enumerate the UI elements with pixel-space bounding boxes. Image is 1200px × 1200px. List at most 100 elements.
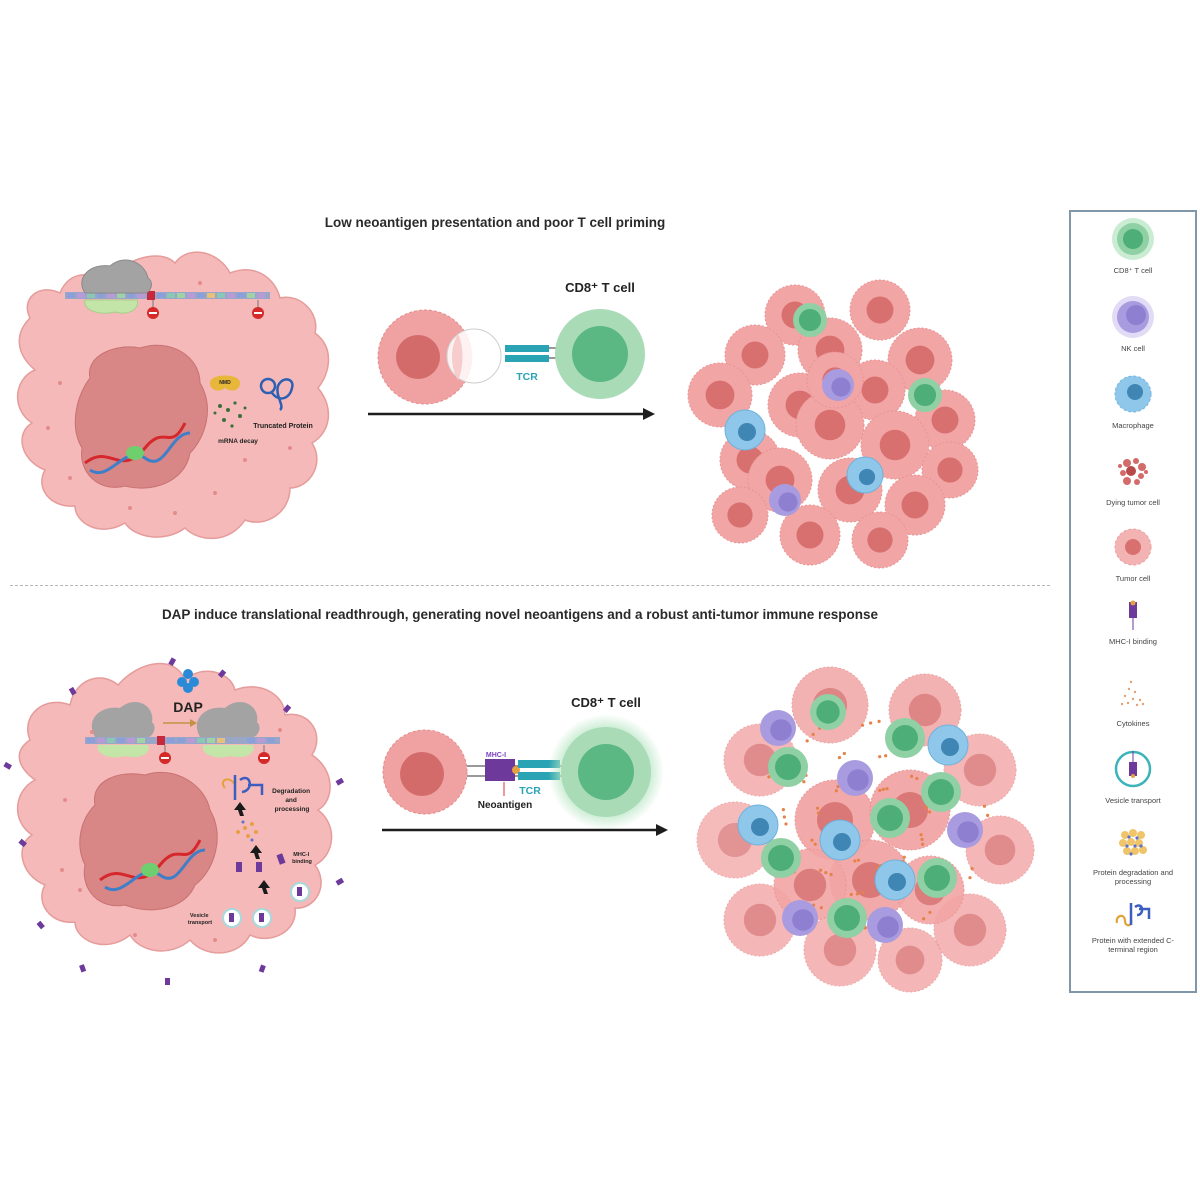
tumor-cell-icon [795,390,865,460]
macrophage-icon [846,456,884,494]
ribosome-large-subunit [81,259,152,294]
legend-item-label: Tumor cell [1115,574,1151,583]
cd8-t-cell-icon [548,714,664,830]
tumor-cell-icon [1071,525,1195,574]
dna-helix-icon [99,839,206,891]
cytokines-icon [1071,674,1195,719]
cd8-t-cell-icon [921,772,961,812]
degradation-label: Degradation and processing [272,788,312,813]
nk-cell-icon [769,484,801,516]
ribosome-small-subunit [97,745,149,758]
tcr-label: TCR [519,785,541,797]
legend-item: Cytokines [1071,674,1195,728]
legend-item: Dying tumor cell [1071,449,1195,507]
legend-item-label: Protein with extended C-terminal region [1091,936,1175,954]
nk-cell-icon [947,812,983,848]
protein-degradation-icon [236,820,258,842]
extended-protein-icon [1071,897,1195,936]
extended-protein-icon [221,775,264,800]
bottom-tumor-cell-illustration: DAP Degradation and processing MHC-I bin… [3,657,345,985]
macrophage-icon [737,804,779,846]
dap-label: DAP [173,699,203,715]
mhc-binding-label: MHC-I binding [292,852,312,865]
tcr-receptor-icon [518,760,560,780]
stop-sign-icon [252,300,264,319]
vesicle-transport-icon [1071,747,1195,796]
ribosome-large-subunit [196,702,260,737]
stop-sign-icon [147,300,159,319]
mhc-binding-icon [485,759,520,781]
tcr-label: TCR [516,371,538,383]
macrophage-icon [1071,372,1195,421]
top-tumor-cell-illustration: NMD mRNA decay Truncated Protein [16,251,330,540]
cd8-t-cell-icon [870,798,910,838]
nucleus [74,344,208,489]
surface-mhc-molecules [3,657,345,985]
down-arrow-icon [250,845,262,859]
cd8-t-cell-icon [810,694,846,730]
legend-item: CD8⁺ T cell [1071,217,1195,275]
ribosome-small-subunit [84,299,139,314]
dying-tumor-cell-icon [1071,449,1195,498]
legend-item-label: Cytokines [1116,719,1150,728]
macrophage-icon [819,819,861,861]
stop-sign-icon [258,745,270,764]
nmd-label: NMD [219,380,231,386]
panel-divider [10,585,1050,586]
cd8-t-cell-icon [827,898,867,938]
legend-item: NK cell [1071,295,1195,353]
protein-degradation-icon [1071,823,1195,868]
mrna-fragments [213,401,247,428]
macrophage-icon [874,859,916,901]
macrophage-icon [927,724,969,766]
top-tumor-mass [687,279,979,569]
legend-item-label: Dying tumor cell [1106,498,1160,507]
ribosome-small-subunit [202,745,254,758]
cd8-t-cell-icon [761,838,801,878]
progression-arrow-icon [382,824,668,836]
tumor-cell-icon [711,486,769,544]
stop-sign-icon [159,745,171,764]
down-arrow-icon [258,880,270,894]
neoantigen-label: Neoantigen [478,800,532,811]
nk-cell-icon [837,760,873,796]
legend-item-label: Protein degradation and processing [1092,868,1174,886]
cd8-t-cell-icon [768,747,808,787]
nk-cell-icon [867,907,903,943]
tumor-cell-icon [687,362,753,428]
bottom-interaction-illustration: MHC-I TCR Neoantigen CD8⁺ T cell [382,695,668,836]
cd8-t-cell-icon [885,718,925,758]
legend-item: Protein degradation and processing [1071,823,1195,886]
tumor-cell-icon [849,279,911,341]
mrna-decay-label: mRNA decay [218,438,258,445]
nucleus [79,771,218,911]
tumor-cell-icon [851,511,909,569]
mhc-binding-icon [1071,598,1195,637]
cd8-t-cell-icon [1071,217,1195,266]
bottom-panel-title: DAP induce translational readthrough, ge… [161,607,879,622]
nk-cell-icon [760,710,796,746]
legend-item: Macrophage [1071,372,1195,430]
t-cell-label: CD8⁺ T cell [571,695,641,710]
progression-arrow-icon [368,408,655,420]
cd8-t-cell-icon [908,378,942,412]
tumor-cell-icon [779,504,841,566]
legend-item: Vesicle transport [1071,747,1195,805]
cd8-t-cell-icon [793,303,827,337]
ribosome-large-subunit [91,702,155,737]
legend-item: Tumor cell [1071,525,1195,583]
tumor-cell-icon [382,729,468,815]
tumor-cell-icon [965,815,1035,885]
top-panel-title: Low neoantigen presentation and poor T c… [324,215,666,230]
cytoplasm-speckles [46,281,292,515]
macrophage-icon [724,409,766,451]
mhc-binding-icon [236,853,286,872]
vesicle-transport-icon [222,882,310,928]
vesicle-transport-label: Vesicle transport [188,913,212,926]
nmd-complex-icon: NMD [210,375,240,391]
truncated-protein-icon [259,377,294,411]
bottom-tumor-mass [696,666,1035,993]
legend-item-label: CD8⁺ T cell [1113,266,1153,275]
tumor-cell-icon [887,327,953,393]
